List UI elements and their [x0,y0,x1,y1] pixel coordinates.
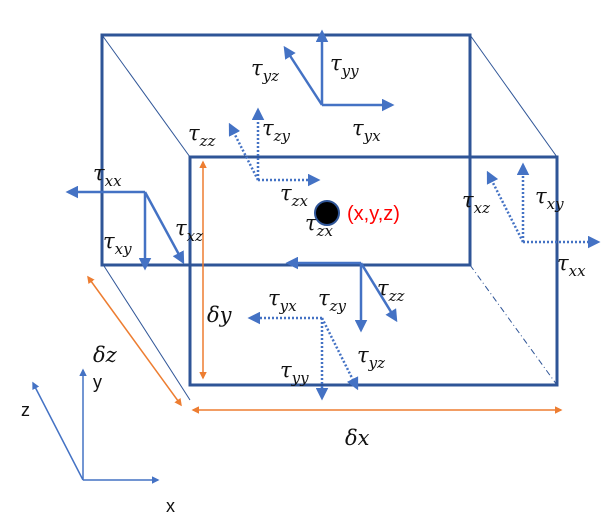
subscript: x [358,426,370,450]
edge-bottom-right-hidden [469,264,558,386]
subscript: xx [569,262,586,280]
stress-label-right-xx: τxx [557,251,586,280]
axis-z-arrow [32,381,84,481]
back-face [100,33,472,267]
stress-label-top-yx: τyx [352,116,381,145]
dimension-dy-label: δy [207,303,233,327]
symbol: x [166,496,175,516]
subscript: xx [105,172,122,190]
stress-label-back-zy: τzy [262,116,291,145]
symbol: τ [352,116,364,140]
subscript: zy [273,127,291,145]
symbol: τ [262,116,274,140]
subscript: zx [316,222,334,240]
front-face [188,155,559,387]
subscript: zz [199,132,216,150]
subscript: zz [388,287,405,305]
symbol: τ [268,286,280,310]
symbol: δ [207,303,220,327]
symbol: τ [462,188,474,212]
stress-label-front-zz: τzz [377,276,405,305]
point-marker [314,200,340,226]
symbol: τ [377,276,389,300]
axis-y-label: y [93,372,102,392]
stress-label-front-zy: τzy [318,286,347,315]
stress-label-back-zx: τzx [280,181,309,210]
subscript: yx [363,127,381,145]
stress-label-top-yy: τyy [330,51,359,80]
symbol: τ [318,286,330,310]
subscript: yy [291,369,309,387]
axis-x-label: x [166,496,175,516]
symbol: y [93,372,102,392]
edge-top-right [469,34,558,158]
stress-label-left-xx: τxx [93,161,122,190]
symbol: τ [280,181,292,205]
stress-label-bottom-yz: τyz [357,343,385,372]
subscript: zx [291,192,309,210]
subscript: z [105,343,118,367]
subscript: yz [262,67,279,85]
symbol: z [21,400,30,420]
symbol: τ [330,51,342,75]
stress-label-bottom-yy: τyy [280,358,309,387]
symbol: τ [188,121,200,145]
edge-bottom-left [103,265,191,401]
dimension-dz-label: δz [93,343,118,367]
dimension-dx-label: δx [345,426,370,450]
subscript: zy [329,297,347,315]
subscript: yy [341,62,359,80]
subscript: xy [115,240,132,258]
symbol: τ [93,161,105,185]
symbol: τ [175,216,187,240]
subscript: xz [474,199,490,217]
symbol: τ [251,56,263,80]
dimension-dz-arrow [87,275,182,407]
symbol: τ [535,184,547,208]
tau-xz-arrow [143,191,185,265]
symbol: τ [557,251,569,275]
subscript: yz [368,354,385,372]
point-label: (x,y,z) [347,203,400,225]
symbol: τ [357,343,369,367]
symbol: τ [103,229,115,253]
subscript: xy [547,195,564,213]
tau-xz-dotted-arrow [486,170,525,243]
tau-zz-arrow [359,262,398,323]
symbol: τ [280,358,292,382]
tau-yz-arrow [283,45,324,106]
stress-label-left-xz: τxz [175,216,203,245]
stress-label-back-zz: τzz [188,121,216,150]
stress-label-bottom-yx: τyx [268,286,297,315]
tau-zz-dotted-arrow [228,122,260,181]
subscript: y [219,303,233,327]
tau-yz-dotted-arrow [320,317,359,391]
stress-label-top-yz: τyz [251,56,279,85]
symbol: δ [93,343,106,367]
axis-z-label: z [21,400,30,420]
symbol: δ [345,426,358,450]
stress-label-center-zx: τzx [305,211,334,240]
symbol: τ [305,211,317,235]
stress-label-right-xz: τxz [462,188,490,217]
edge-top-left [101,34,191,158]
stress-label-left-xy: τxy [103,229,132,258]
subscript: yx [279,297,297,315]
subscript: xz [187,227,203,245]
stress-label-right-xy: τxy [535,184,564,213]
